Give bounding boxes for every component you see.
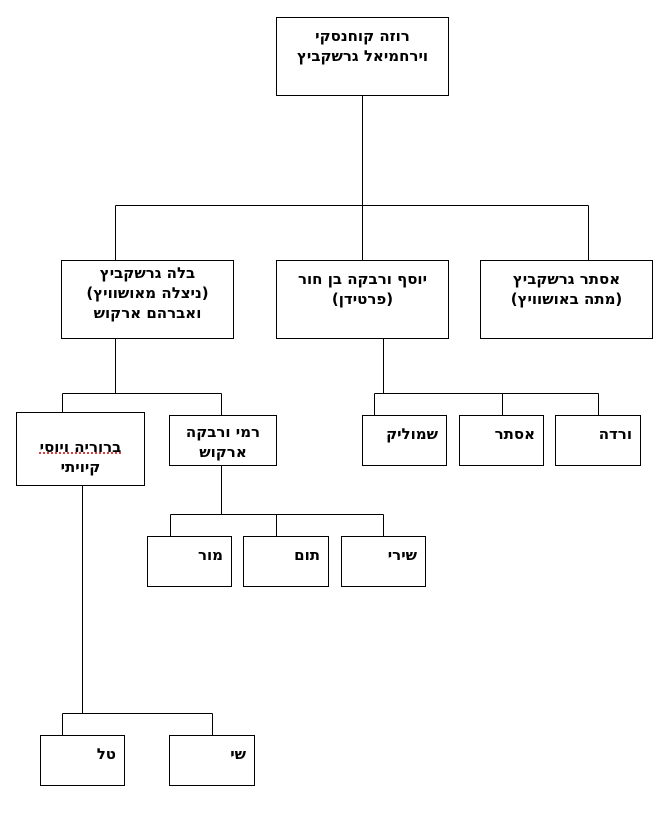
node-shmulik: שמוליק: [362, 415, 447, 466]
node-line: רמי ורבקה: [185, 423, 261, 441]
node-line: (מתה באושוויץ): [510, 290, 623, 308]
node-line: ברוריה ויוסי: [25, 437, 136, 457]
node-bela-gershkovitz: בלה גרשקביץ (ניצלה מאושוויץ) ואברהם ארקו…: [61, 260, 234, 339]
spellcheck-word: ברוריה ויוסי: [39, 438, 122, 456]
node-line: טל: [96, 745, 116, 763]
node-mor: מור: [147, 536, 232, 587]
node-line: מור: [197, 546, 223, 564]
node-line: אסתר גרשקביץ: [512, 270, 621, 288]
node-ester-gershkovitz: אסתר גרשקביץ (מתה באושוויץ): [480, 260, 653, 339]
node-tal: טל: [40, 735, 125, 786]
node-bruria-and-yossi: ברוריה ויוסי קיויתי: [16, 412, 145, 486]
node-line: קיויתי: [60, 458, 101, 476]
node-line: שמוליק: [386, 425, 438, 443]
node-line: יוסף ורבקה בן חור: [297, 270, 427, 288]
node-shiri: שירי: [341, 536, 426, 587]
node-line: רוזה קוחנסקי: [315, 27, 410, 45]
node-tom: תום: [243, 536, 329, 587]
node-rami-and-rivka: רמי ורבקה ארקוש: [169, 415, 277, 466]
node-line: ארקוש: [199, 443, 247, 461]
node-line: אסתר: [494, 425, 535, 443]
node-rosa-and-yerachmiel: רוזה קוחנסקי וירחמיאל גרשקביץ: [276, 17, 449, 96]
node-ester: אסתר: [459, 415, 544, 466]
node-yosef-and-rivka-ben-hur: יוסף ורבקה בן חור (פרטידן): [276, 260, 449, 339]
node-line: ורדה: [598, 425, 632, 443]
node-line: (ניצלה מאושוויץ): [86, 284, 209, 302]
node-line: ואברהם ארקוש: [93, 304, 202, 322]
node-line: וירחמיאל גרשקביץ: [296, 47, 429, 65]
node-line: בלה גרשקביץ: [99, 264, 196, 282]
node-shai: שי: [169, 735, 255, 786]
node-varda: ורדה: [555, 415, 641, 466]
node-line: תום: [294, 546, 320, 564]
node-line: שירי: [387, 546, 417, 564]
node-line: שי: [230, 745, 246, 763]
node-line: (פרטידן): [331, 290, 394, 308]
